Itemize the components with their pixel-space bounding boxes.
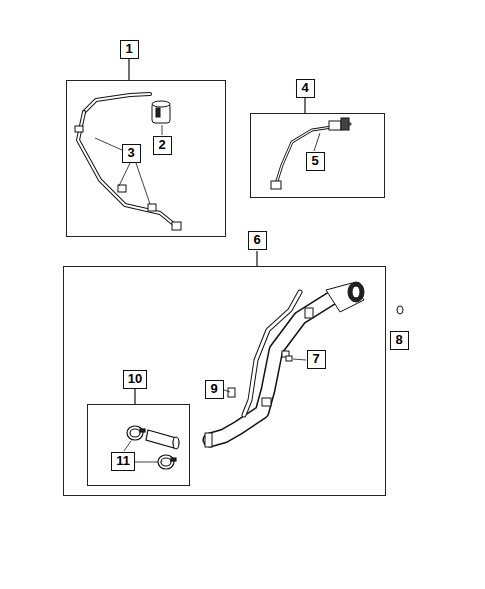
callout-text: 8	[395, 332, 402, 347]
callout-number: 5	[306, 152, 325, 171]
callout-text: 4	[301, 80, 308, 95]
group-box: 123	[66, 80, 226, 237]
callout-text: 3	[127, 145, 134, 160]
group-box: 6791011	[63, 266, 386, 496]
group-heading: 4	[296, 79, 315, 98]
callout-text: 7	[312, 351, 319, 366]
callout-text: 2	[158, 137, 165, 152]
group-heading: 6	[248, 231, 267, 250]
callout-text: 1	[125, 41, 132, 56]
callout-text: 10	[128, 371, 142, 386]
group-heading: 10	[123, 370, 147, 389]
callout-text: 11	[116, 453, 130, 468]
callout-text: 6	[253, 232, 260, 247]
group-box: 1011	[87, 404, 190, 486]
callout-number: 2	[153, 136, 172, 155]
group-heading: 1	[120, 40, 139, 59]
callout-text: 5	[311, 153, 318, 168]
callout-number: 8	[390, 331, 409, 350]
callout-number: 7	[307, 350, 326, 369]
callout-number: 3	[122, 144, 141, 163]
callout-number: 11	[111, 452, 135, 471]
callout-number: 9	[205, 380, 224, 399]
group-box: 45	[250, 113, 385, 198]
callout-text: 9	[210, 381, 217, 396]
